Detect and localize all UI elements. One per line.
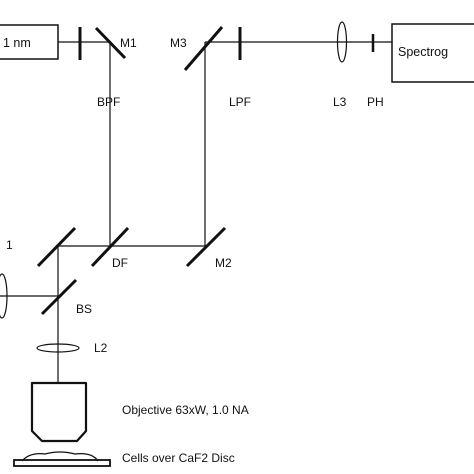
sample-disc bbox=[13, 451, 111, 467]
objective-lens bbox=[30, 381, 88, 443]
label-l2: L2 bbox=[94, 341, 108, 355]
label-l3: L3 bbox=[333, 95, 347, 109]
mirrors bbox=[36, 26, 227, 316]
mirror-m1 bbox=[94, 26, 127, 60]
lens-l2 bbox=[36, 343, 80, 353]
label-m2: M2 bbox=[215, 256, 232, 270]
beam-paths bbox=[0, 41, 392, 382]
dichroic-filter bbox=[90, 226, 130, 268]
label-l1: 1 bbox=[6, 238, 13, 252]
label-objective: Objective 63xW, 1.0 NA bbox=[122, 403, 249, 417]
label-m3: M3 bbox=[170, 36, 187, 50]
lens-l1 bbox=[0, 273, 8, 319]
beamsplitter bbox=[40, 278, 78, 316]
mirror-upper-left bbox=[36, 226, 77, 268]
caf2-disc bbox=[13, 459, 111, 467]
label-ph: PH bbox=[367, 95, 384, 109]
label-bpf: BPF bbox=[97, 95, 120, 109]
filters bbox=[78, 27, 375, 60]
cells-outline bbox=[21, 451, 99, 462]
label-lpf: LPF bbox=[229, 95, 251, 109]
spectrograph-box bbox=[391, 23, 474, 83]
mirror-m2 bbox=[185, 226, 227, 268]
spectrograph-label: Spectrog bbox=[398, 45, 448, 59]
label-bs: BS bbox=[76, 302, 92, 316]
lens-l3 bbox=[336, 21, 348, 63]
mirror-m3 bbox=[183, 26, 224, 71]
label-sample: Cells over CaF2 Disc bbox=[122, 451, 235, 465]
laser-label: 1 nm bbox=[3, 36, 31, 50]
label-m1: M1 bbox=[120, 36, 137, 50]
label-df: DF bbox=[112, 256, 128, 270]
laser-box bbox=[0, 24, 59, 60]
